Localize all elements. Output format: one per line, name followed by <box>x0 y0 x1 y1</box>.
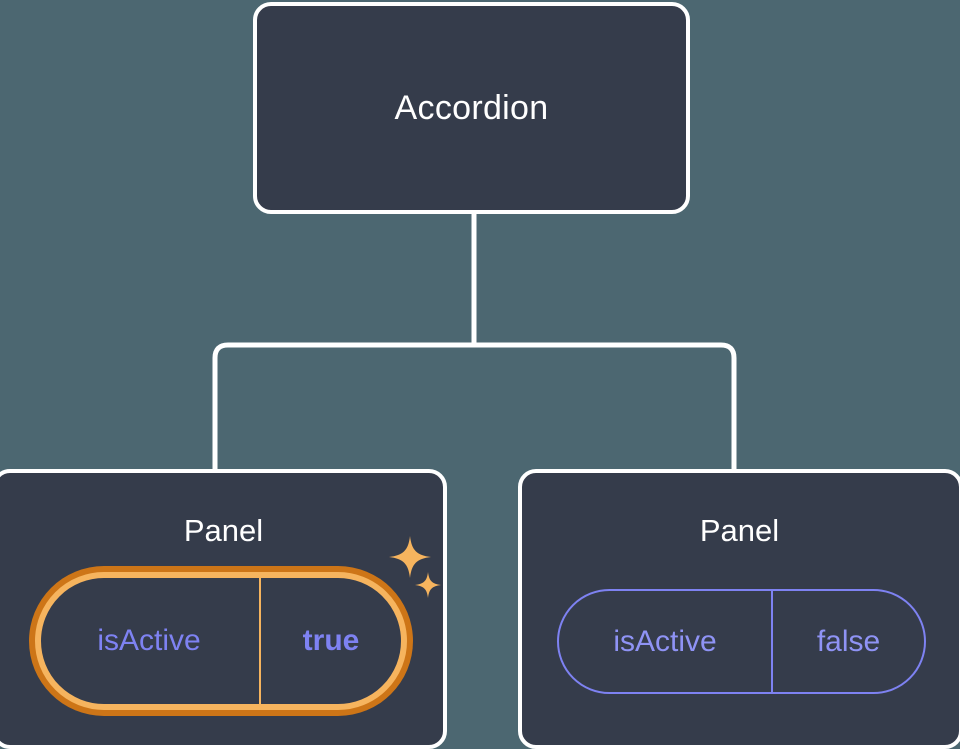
prop-key: isActive <box>613 624 717 658</box>
prop-pill-isactive-false[interactable]: isActive false <box>557 589 926 694</box>
connector-branch <box>212 342 737 472</box>
node-accordion-label: Accordion <box>394 89 549 127</box>
node-panel-inactive-label: Panel <box>699 513 780 548</box>
prop-value: true <box>259 578 401 704</box>
node-accordion[interactable]: Accordion <box>253 2 690 214</box>
prop-key: isActive <box>97 624 201 657</box>
prop-pill-isactive-true[interactable]: isActive true <box>35 572 407 710</box>
node-panel-active-label: Panel <box>183 513 264 548</box>
prop-value: false <box>771 591 924 692</box>
